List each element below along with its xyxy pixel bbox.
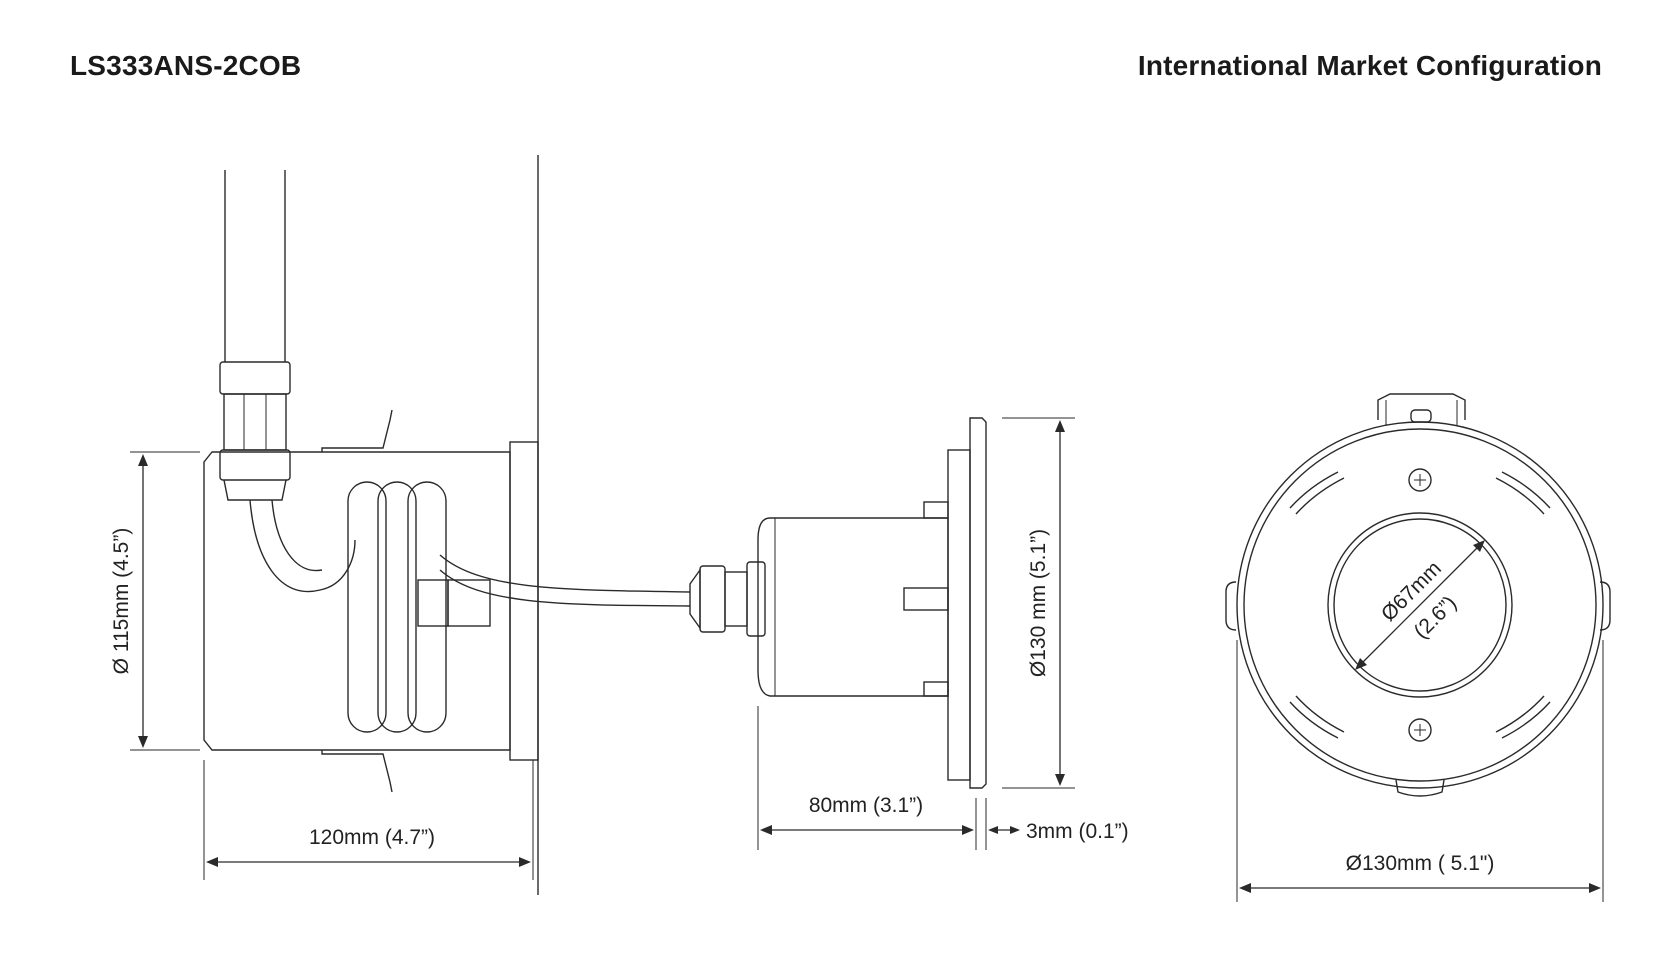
label-front-diameter: Ø130mm ( 5.1") <box>1346 852 1495 875</box>
vent-slots <box>1289 471 1551 739</box>
screw-bottom-icon <box>1408 718 1432 742</box>
dimension-front-diameter <box>1236 640 1604 902</box>
left-clip <box>1225 581 1237 631</box>
stud-top <box>923 501 949 519</box>
right-clip <box>1599 581 1611 631</box>
dimension-flange-diameter <box>1002 417 1075 789</box>
outer-ring-inner <box>1243 428 1597 782</box>
label-body-diameter: Ø 115mm (4.5”) <box>110 528 133 675</box>
bracket-screw <box>1410 409 1432 423</box>
housing-body <box>203 451 511 751</box>
label-flange-thickness: 3mm (0.1”) <box>1026 820 1129 843</box>
label-body-length: 120mm (4.7”) <box>309 826 435 849</box>
cable-connector-plug <box>447 579 491 627</box>
lens-inner <box>1333 518 1507 692</box>
top-clip <box>321 409 393 452</box>
model-title: LS333ANS-2COB <box>70 50 302 81</box>
fixture-body <box>757 517 949 697</box>
inner-cable-b <box>271 499 323 572</box>
bottom-tab <box>1395 779 1445 797</box>
inner-cable-a <box>249 499 356 593</box>
center-tab <box>903 587 949 611</box>
front-flange <box>969 417 987 789</box>
fixture-side-view: Ø130 mm (5.1”) 80mm (3.1”) 3mm (0.1”) <box>689 417 1129 850</box>
connecting-cable-top <box>439 554 691 593</box>
faceplate <box>947 449 971 781</box>
label-fixture-depth: 80mm (3.1”) <box>809 794 923 817</box>
cable-gland <box>219 361 291 501</box>
fixture-front-view: Ø67mm (2.6”) Ø130mm ( 5.1") <box>1225 393 1611 902</box>
housing-side-view: Ø 115mm (4.5”) 120mm (4.7”) <box>110 155 691 895</box>
label-flange-diameter: Ø130 mm (5.1”) <box>1027 529 1050 677</box>
stud-bottom <box>923 681 949 697</box>
outer-ring <box>1236 421 1604 789</box>
cable-connector <box>417 579 449 627</box>
screw-top-icon <box>1408 468 1432 492</box>
bottom-clip <box>321 750 393 793</box>
dimension-flange-thickness <box>988 826 1020 834</box>
dimension-body-diameter <box>130 451 200 751</box>
dimension-body-length <box>203 760 534 880</box>
connecting-cable-bottom <box>439 569 691 607</box>
lens-outer <box>1327 512 1513 698</box>
fixture-cable-gland <box>689 561 766 637</box>
dimension-fixture-depth <box>757 706 987 850</box>
top-bracket <box>1377 393 1466 420</box>
lens-diameter-line <box>1357 542 1483 668</box>
configuration-title: International Market Configuration <box>1137 50 1602 81</box>
coiled-cable <box>347 481 447 733</box>
